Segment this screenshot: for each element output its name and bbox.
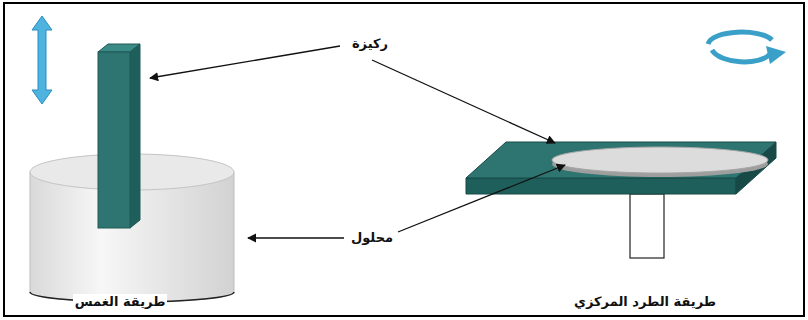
spindle: [630, 194, 664, 258]
substrate-slab: [98, 44, 140, 228]
leader-lines: [150, 46, 565, 238]
motion-arrow: [32, 16, 52, 104]
method-caption: طريقة الطرد المركزي: [572, 294, 718, 310]
method-caption: طريقة الغمس: [73, 294, 168, 310]
frame: [4, 3, 804, 316]
solution-film: [552, 147, 768, 177]
part-name: ركيزة: [350, 36, 390, 52]
rotation-arrow: [708, 32, 786, 64]
part-name: محلول: [349, 230, 395, 246]
